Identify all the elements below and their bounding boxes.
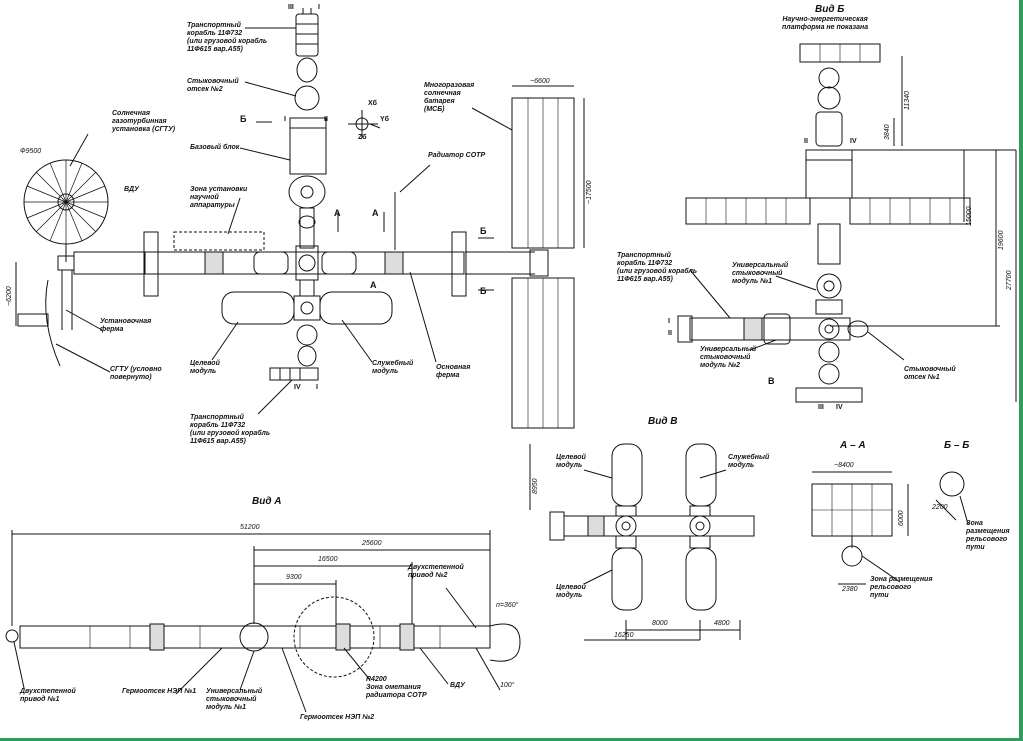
dim-9300: 9300 <box>286 574 302 581</box>
label-target-module: Целевой модуль <box>190 360 220 375</box>
marker-b-1: Б <box>240 114 247 124</box>
dim-3840: 3840 <box>884 124 891 140</box>
dim-8400: ~8400 <box>834 462 854 469</box>
label-zone-sci: Зона установки научной аппаратуры <box>190 186 248 209</box>
dim-rot100: 100° <box>500 682 515 689</box>
label-service-module: Служебный модуль <box>372 360 414 375</box>
label-vdu: ВДУ <box>124 186 139 193</box>
label-dock1: Стыковочный отсек №1 <box>904 366 956 381</box>
dim-2200: 2200 <box>932 504 948 511</box>
marker-i-mid: I <box>284 116 286 123</box>
label-hermo2: Гермоотсек НЭП №2 <box>300 714 375 721</box>
label-rail-zone2: Зона размещения рельсового пути <box>870 576 933 599</box>
title-view-b: Вид Б <box>815 4 845 15</box>
label-sgtu: Солнечная газотурбинная установка (СГТУ) <box>112 110 176 133</box>
marker-iv-vb: IV <box>850 138 857 145</box>
dim-51200: 51200 <box>240 524 260 531</box>
label-sgtu-rot: СГТУ (условно повернуто) <box>110 366 162 381</box>
marker-i-vb: I <box>668 318 670 325</box>
label-usm1: Универсальный стыковочный модуль №1 <box>732 262 789 285</box>
view-a-drawing <box>5 530 521 713</box>
marker-a-1: А <box>334 208 341 218</box>
label-target-v2: Целевой модуль <box>556 584 586 599</box>
marker-i-bottom: I <box>316 384 318 391</box>
label-base-block: Базовый блок <box>190 144 240 151</box>
marker-ii-vb-left: II <box>668 330 672 337</box>
dim-25600: 25600 <box>362 540 382 547</box>
dim-6000: 6000 <box>898 510 905 526</box>
marker-iii-vb: III <box>818 404 824 411</box>
label-platform-note: Научно-энергетическая платформа не показ… <box>782 16 869 31</box>
title-section-aa: А – А <box>840 440 866 451</box>
marker-iv-vb-bottom: IV <box>836 404 843 411</box>
marker-b-2: Б <box>480 226 487 236</box>
title-view-a: Вид А <box>252 496 282 507</box>
dim-6600: ~6600 <box>530 78 550 85</box>
dim-8000: 8000 <box>652 620 668 627</box>
dim-rot360: n=360° <box>496 602 519 609</box>
dim-27700: 27700 <box>1006 270 1013 290</box>
dim-diam9500: Ф9500 <box>20 148 42 155</box>
label-mount-truss: Установочная ферма <box>100 318 152 333</box>
label-rail-zone1: Зона размещения рельсового пути <box>966 520 1010 551</box>
dim-4800: 4800 <box>714 620 730 627</box>
label-target-v1: Целевой модуль <box>556 454 586 469</box>
label-usm2: Универсальный стыковочный модуль №2 <box>700 346 757 369</box>
label-dock2: Стыковочный отсек №2 <box>187 78 239 93</box>
dim-17500: ~17500 <box>586 180 593 204</box>
label-usm1-a: Универсальный стыковочный модуль №1 <box>206 688 263 711</box>
label-msb: Многоразовая солнечная батарея (МСБ) <box>424 82 475 113</box>
view-v-drawing <box>529 443 755 641</box>
marker-a-3: А <box>370 280 377 290</box>
sections-drawing <box>811 471 969 585</box>
label-transport-bottom: Транспортный корабль 11Ф732 (или грузово… <box>190 414 271 445</box>
dim-6200: ~6200 <box>6 286 13 306</box>
dim-19600: 19600 <box>998 230 1005 250</box>
main-view-drawing <box>15 8 585 429</box>
marker-xb: Xб <box>368 100 377 107</box>
marker-iv-bottom: IV <box>294 384 301 391</box>
dim-15000: 15000 <box>966 206 973 226</box>
label-transport-top: Транспортный корабль 11Ф732 (или грузово… <box>187 22 268 53</box>
label-service-v: Служебный модуль <box>728 454 770 469</box>
dim-2380: 2380 <box>842 586 858 593</box>
marker-b-3: Б <box>480 286 487 296</box>
label-hermo1: Гермоотсек НЭП №1 <box>122 688 197 695</box>
marker-v: В <box>768 376 775 386</box>
label-drive1: Двухстепенной привод №1 <box>20 688 76 703</box>
dim-16500: 16500 <box>318 556 338 563</box>
label-vdu-a: ВДУ <box>450 682 465 689</box>
dim-16250: 16250 <box>614 632 634 639</box>
marker-ii-vb: II <box>804 138 808 145</box>
title-view-v: Вид В <box>648 416 678 427</box>
dim-8950: 8950 <box>532 478 539 494</box>
marker-i-top: I <box>318 4 320 11</box>
marker-a-2: А <box>372 208 379 218</box>
dim-11340: 11340 <box>904 91 911 110</box>
label-r4200: R4200 Зона ометания радиатора СОТР <box>366 676 427 699</box>
title-section-bb: Б – Б <box>944 440 970 451</box>
view-b-drawing <box>677 43 1017 403</box>
label-main-truss: Основная ферма <box>436 364 471 379</box>
label-transport-right: Транспортный корабль 11Ф732 (или грузово… <box>617 252 698 283</box>
label-radiator: Радиатор СОТР <box>428 152 486 159</box>
marker-zb: Zб <box>358 134 367 141</box>
marker-ii-mid: II <box>324 116 328 123</box>
marker-iii-top: III <box>288 4 294 11</box>
marker-yb: Yб <box>380 116 389 123</box>
label-drive2: Двухстепенной привод №2 <box>408 564 464 579</box>
